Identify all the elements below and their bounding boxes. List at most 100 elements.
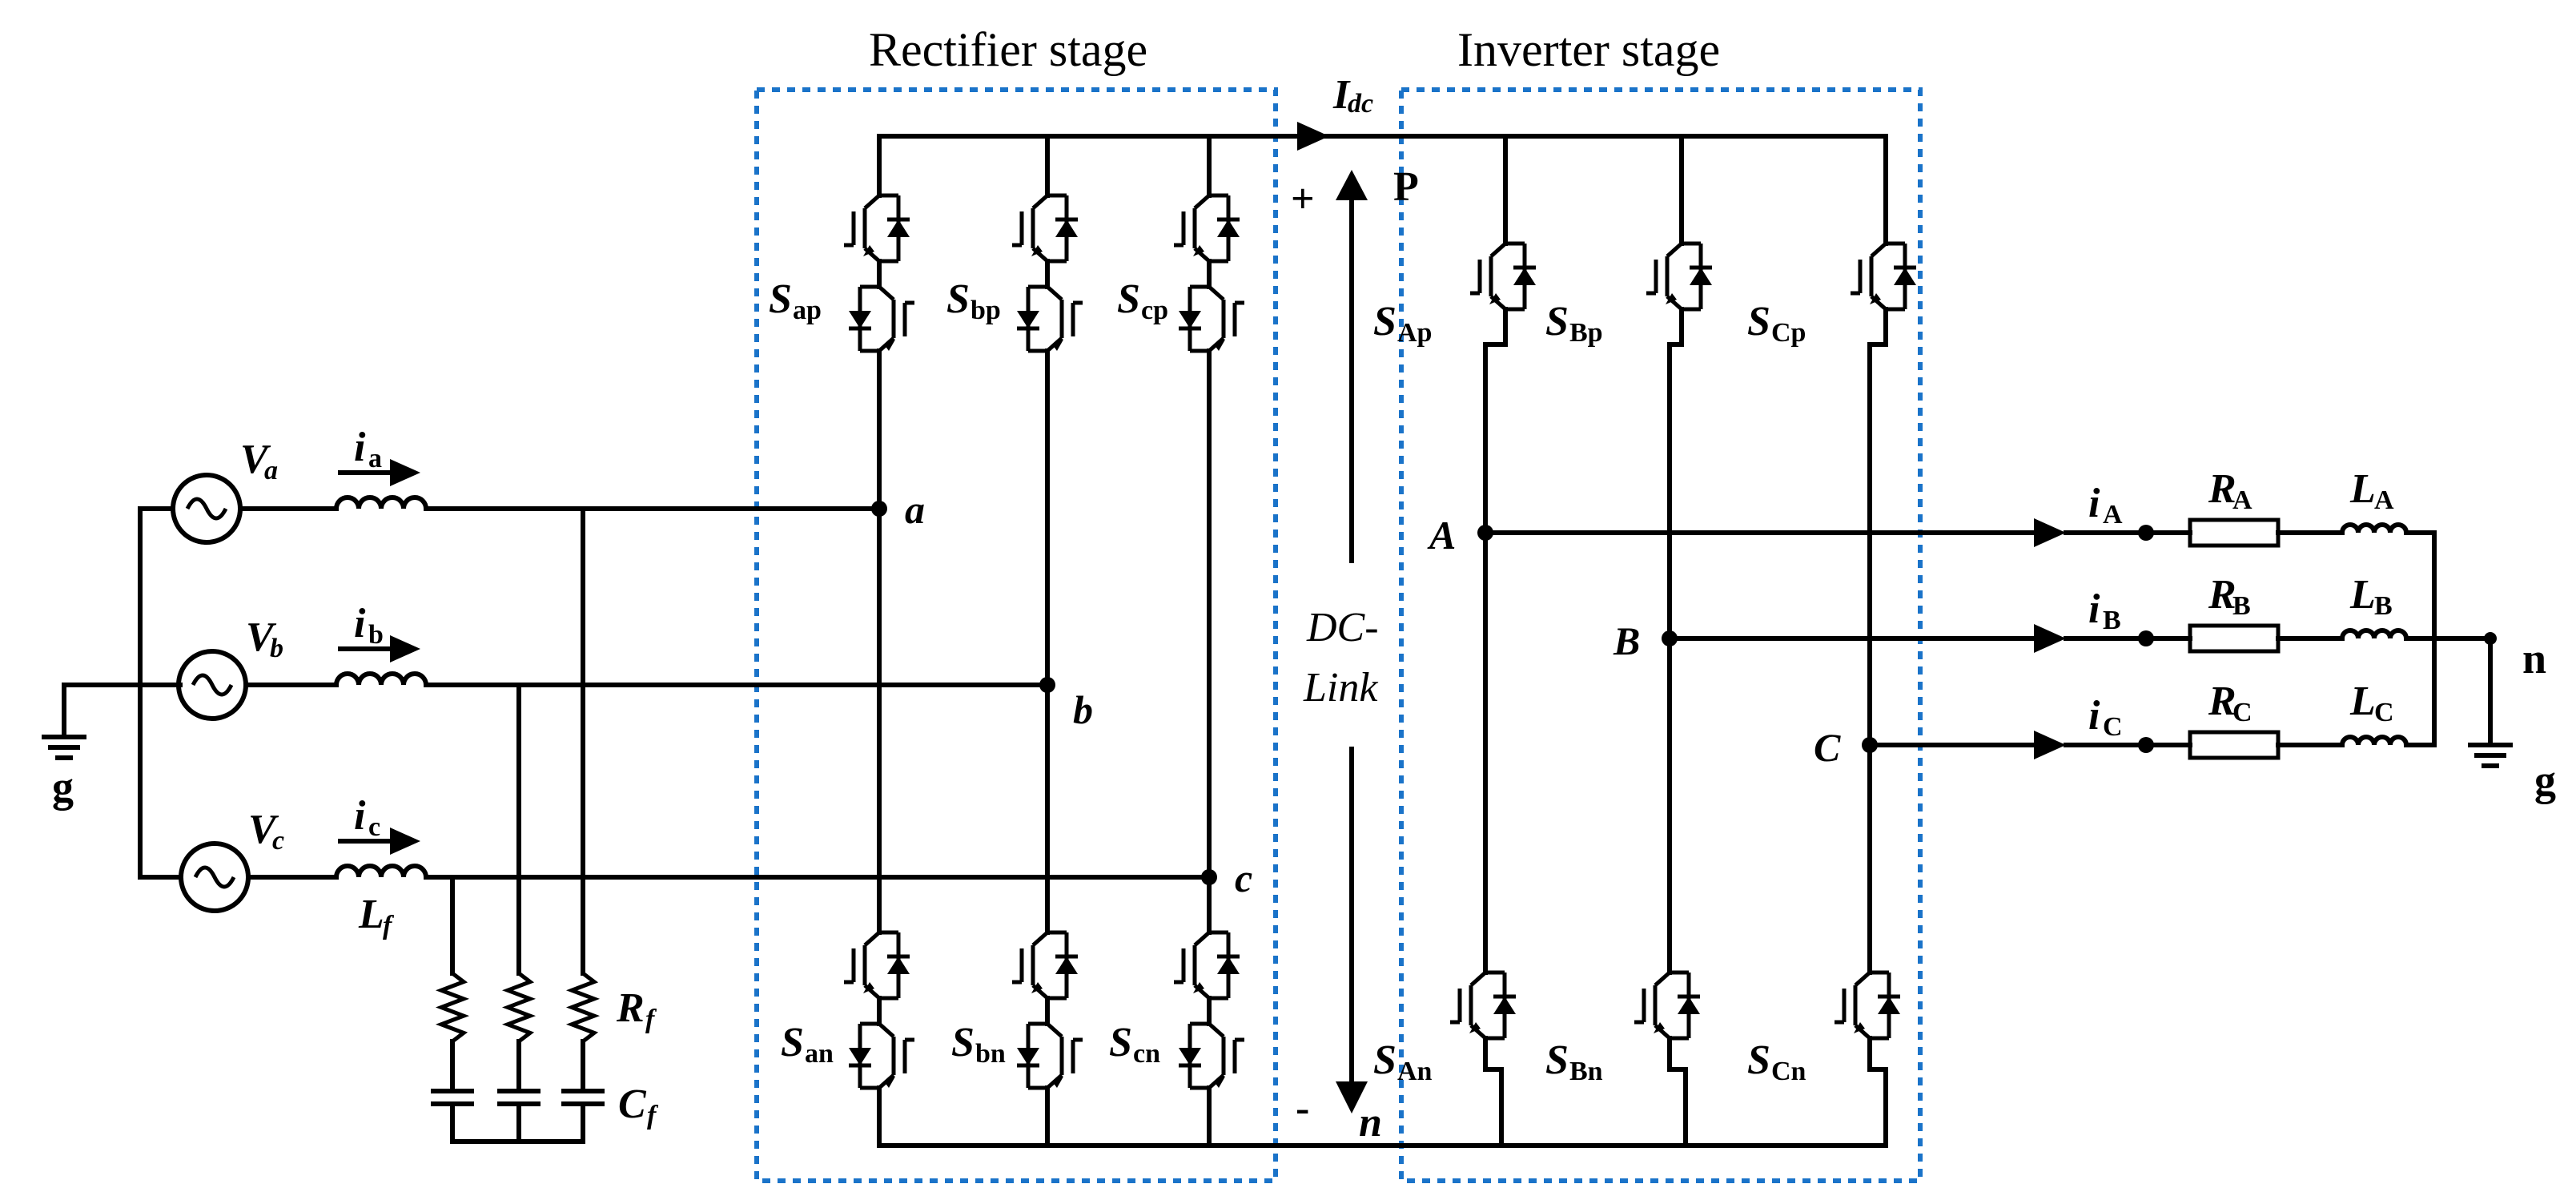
n-node-label: n: [1359, 1100, 1382, 1146]
svg-text:L: L: [2349, 679, 2376, 724]
svg-text:C: C: [2374, 698, 2394, 727]
svg-text:R: R: [2208, 679, 2236, 724]
svg-text:bp: bp: [971, 296, 1001, 325]
svg-text:Cn: Cn: [1771, 1057, 1806, 1086]
ac-source-icon: [171, 473, 243, 545]
svg-text:B: B: [2103, 606, 2121, 635]
load-inductor-label-C: LC: [2349, 679, 2394, 727]
resistor-icon: [2188, 623, 2281, 654]
svg-text:C: C: [618, 1081, 647, 1127]
resistor-icon: [501, 972, 536, 1043]
inv-node-C: C: [1814, 725, 1841, 770]
inductor-icon: [2339, 735, 2409, 748]
dc-link-label-2: Link: [1303, 665, 1378, 711]
svg-text:a: a: [368, 444, 382, 473]
rectifier-upper-switch: [1012, 182, 1083, 368]
svg-text:L: L: [2349, 466, 2376, 512]
inverter-lower-switch: [1634, 959, 1700, 1052]
load-inductor-label-A: LA: [2349, 466, 2394, 515]
ac-source-icon: [176, 649, 248, 721]
source-label-a: Va: [240, 437, 278, 485]
inverter-lower-switch: [1835, 959, 1900, 1052]
igbt-upper-icon: [844, 182, 910, 275]
svg-text:ap: ap: [793, 296, 822, 325]
svg-text:B: B: [2232, 591, 2251, 621]
lf-label: L f: [358, 892, 395, 940]
arrowhead: [390, 459, 420, 486]
p-node-label: P: [1393, 164, 1419, 210]
inv-node-A: A: [1427, 513, 1456, 558]
svg-text:a: a: [264, 456, 278, 485]
inductor-icon: [333, 495, 429, 512]
svg-text:R: R: [616, 985, 645, 1031]
svg-text:A: A: [2232, 485, 2252, 515]
rectifier-lower-switch: [1012, 919, 1083, 1105]
svg-text:S: S: [1109, 1020, 1132, 1065]
svg-text:cn: cn: [1133, 1039, 1160, 1069]
svg-text:S: S: [781, 1020, 804, 1065]
svg-text:L: L: [358, 892, 384, 937]
rect-node-a: a: [905, 487, 925, 532]
inverter-box: [1399, 87, 1923, 1183]
resistor-icon: [565, 972, 601, 1043]
source-bus: [42, 506, 183, 880]
rf-label: R f: [616, 985, 657, 1034]
svg-text:i: i: [354, 425, 366, 470]
cf-label: C f: [618, 1081, 659, 1130]
svg-text:Bn: Bn: [1569, 1057, 1603, 1086]
svg-text:An: An: [1397, 1057, 1433, 1086]
svg-text:S: S: [769, 276, 792, 322]
svg-text:V: V: [248, 807, 279, 852]
arrowhead: [390, 635, 420, 662]
load-resistor-label-A: RA: [2208, 466, 2252, 515]
svg-text:f: f: [647, 1101, 659, 1130]
igbt-upper-icon: [1012, 182, 1078, 275]
inverter-lower-switch: [1450, 959, 1516, 1052]
svg-text:B: B: [2374, 591, 2393, 621]
rectifier-lower-switch: [844, 919, 914, 1105]
dc-rails: [877, 122, 1888, 1148]
svg-text:b: b: [270, 634, 283, 663]
svg-text:cp: cp: [1141, 296, 1168, 325]
dc-link-arrow: [1336, 170, 1368, 1113]
neutral-label: n: [2522, 634, 2546, 683]
svg-text:S: S: [1373, 299, 1397, 344]
svg-text:S: S: [1545, 299, 1569, 344]
svg-text:R: R: [2208, 572, 2236, 618]
inverter-upper-switch: [1470, 230, 1536, 323]
rectifier-title: Rectifier stage: [869, 23, 1147, 76]
arrowhead: [2034, 731, 2066, 759]
inductor-icon: [333, 864, 429, 880]
load-resistor-label-B: RB: [2208, 572, 2251, 621]
inductor-icon: [2339, 628, 2409, 642]
svg-text:i: i: [354, 601, 366, 646]
load-inductor-label-B: LB: [2349, 572, 2393, 621]
source-label-c: Vc: [248, 807, 284, 856]
svg-text:an: an: [805, 1039, 834, 1069]
svg-text:S: S: [1117, 276, 1140, 322]
resistor-icon: [435, 972, 470, 1043]
svg-text:f: f: [383, 911, 395, 940]
ac-source-icon: [179, 841, 251, 913]
arrowhead: [390, 828, 420, 855]
resistor-icon: [2188, 517, 2281, 548]
dc-link-label-1: DC-: [1306, 605, 1379, 650]
svg-text:S: S: [1747, 299, 1770, 344]
